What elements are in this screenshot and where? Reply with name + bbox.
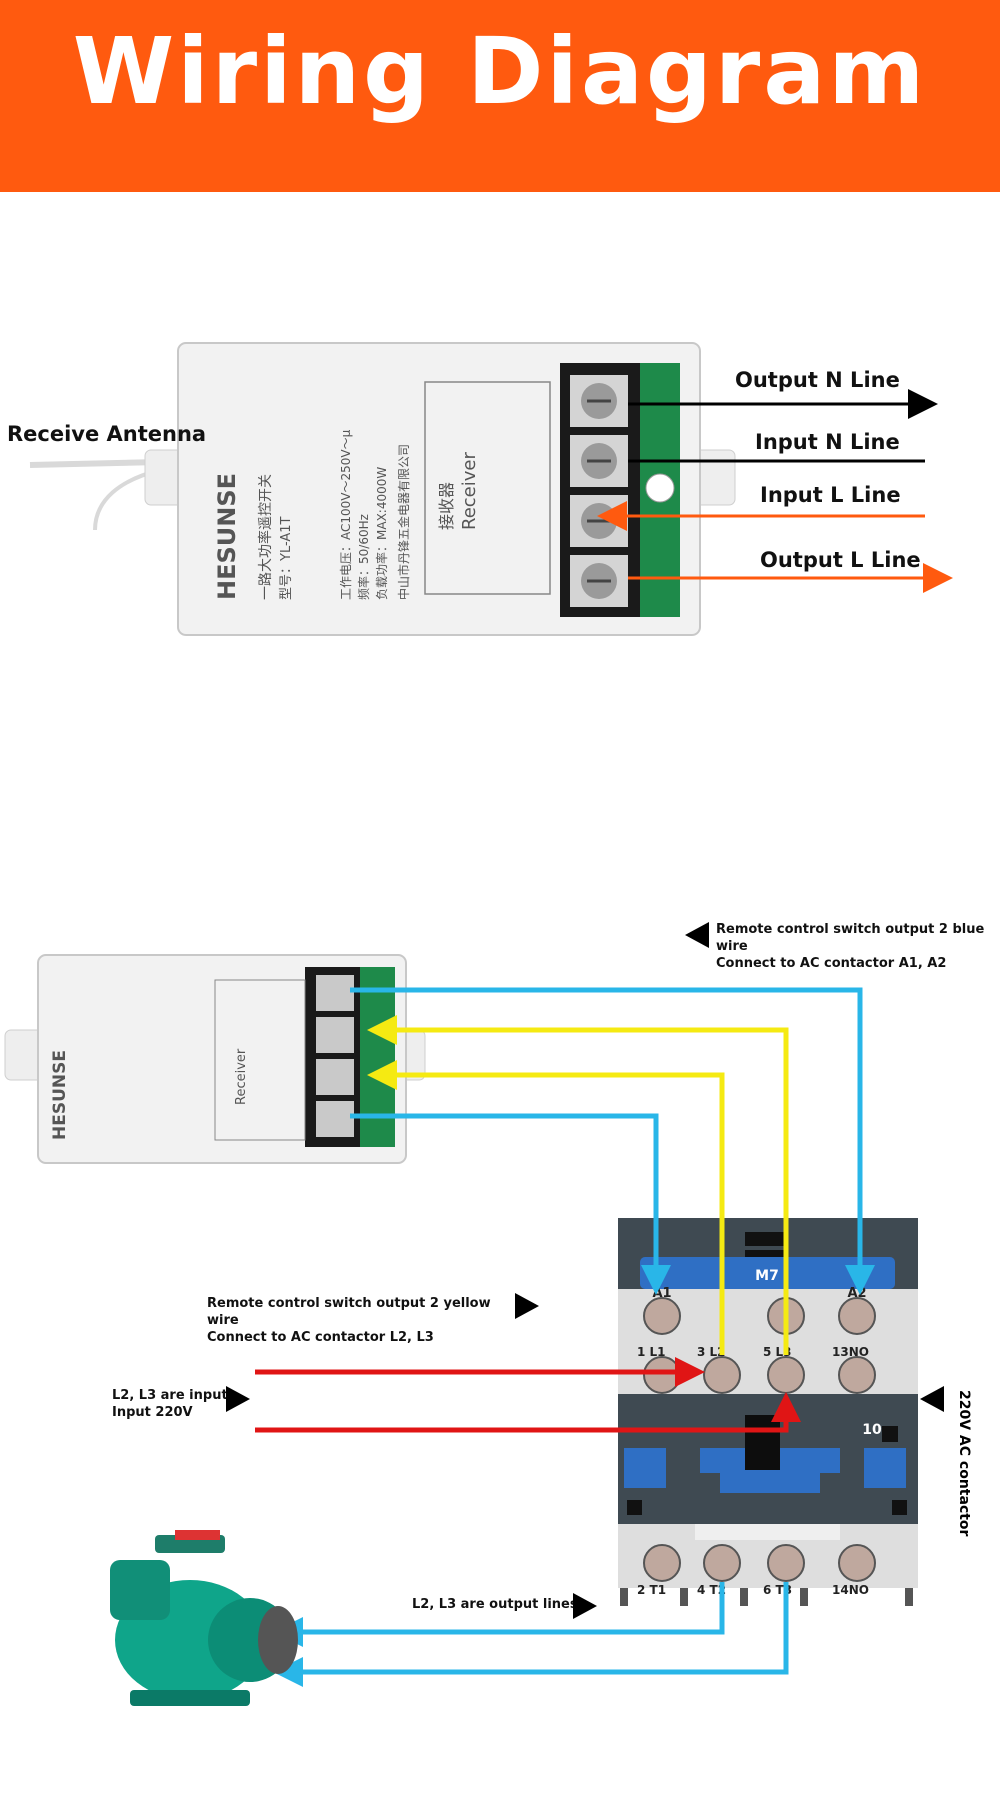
output-lines-label: L2, L3 are output lines	[412, 1597, 578, 1612]
contactor-label: 220V AC contactor	[956, 1390, 972, 1537]
page-title: Wiring Diagram	[72, 18, 928, 125]
receiver-top: HESUNSE 一路大功率遥控开关 型号：YL-A1T 工作电压：AC100V～…	[29, 342, 736, 636]
output-l-label: Output L Line	[760, 548, 921, 572]
input-label: L2, L3 are input Input 220V	[112, 1388, 228, 1420]
svg-text:一路大功率遥控开关: 一路大功率遥控开关	[257, 474, 274, 600]
bottom-wires	[255, 987, 875, 1687]
svg-text:A2: A2	[847, 1286, 866, 1301]
top-wires	[597, 389, 953, 593]
blue-output-t3	[273, 1582, 789, 1687]
blue-wire-label: Remote control switch output 2 blue wire…	[716, 922, 985, 971]
antenna-wire	[29, 459, 161, 468]
receiver-bottom: HESUNSE Receiver	[4, 954, 426, 1164]
arrow-right-icon	[515, 1293, 539, 1319]
input-l-label: Input L Line	[760, 483, 901, 507]
arrow-left-icon	[920, 1386, 944, 1412]
red-input-l3	[255, 1392, 801, 1433]
yellow-wire-l3	[367, 1015, 789, 1355]
output-n-label: Output N Line	[735, 368, 900, 392]
ac-contactor: M7 10 A1 A2	[618, 1218, 918, 1606]
svg-text:10: 10	[862, 1422, 882, 1438]
input-n-label: Input N Line	[755, 430, 900, 454]
svg-text:2 T1: 2 T1	[637, 1583, 666, 1597]
blue-wire-a1	[350, 1113, 671, 1295]
coil-bar	[640, 1257, 895, 1289]
svg-text:M7: M7	[755, 1268, 779, 1284]
svg-text:频率：50/60Hz: 频率：50/60Hz	[356, 514, 371, 600]
title-banner: Wiring Diagram	[0, 0, 1000, 192]
svg-text:HESUNSE: HESUNSE	[50, 1050, 70, 1140]
pump-icon	[110, 1530, 298, 1706]
yellow-wire-label: Remote control switch output 2 yellow wi…	[207, 1296, 491, 1345]
screw-terminal-icon	[643, 1297, 876, 1582]
svg-text:负载功率：MAX:4000W: 负载功率：MAX:4000W	[374, 467, 389, 600]
arrow-right-icon	[573, 1593, 597, 1619]
arrow-left-icon	[685, 922, 709, 948]
screw-terminal-icon	[316, 975, 354, 1137]
blue-wire-a2	[350, 987, 875, 1295]
svg-text:接收器: 接收器	[437, 482, 456, 530]
blue-output-t2	[273, 1582, 725, 1647]
svg-text:型号：YL-A1T: 型号：YL-A1T	[279, 516, 294, 600]
yellow-wire-l2	[367, 1060, 725, 1355]
svg-text:3 L2: 3 L2	[697, 1345, 726, 1359]
svg-text:Receiver: Receiver	[234, 1048, 249, 1105]
svg-text:4 T2: 4 T2	[697, 1583, 726, 1597]
svg-text:工作电压：AC100V～250V～µ: 工作电压：AC100V～250V～µ	[339, 429, 353, 600]
svg-text:Receiver: Receiver	[459, 452, 480, 530]
svg-text:13NO: 13NO	[832, 1345, 869, 1359]
svg-text:14NO: 14NO	[832, 1583, 869, 1597]
arrow-right-icon	[226, 1386, 250, 1412]
receive-antenna-label: Receive Antenna	[7, 422, 207, 446]
brand-label: HESUNSE	[213, 473, 241, 600]
svg-text:中山市丹锋五金电器有限公司: 中山市丹锋五金电器有限公司	[396, 444, 411, 600]
svg-text:1 L1: 1 L1	[637, 1345, 666, 1359]
